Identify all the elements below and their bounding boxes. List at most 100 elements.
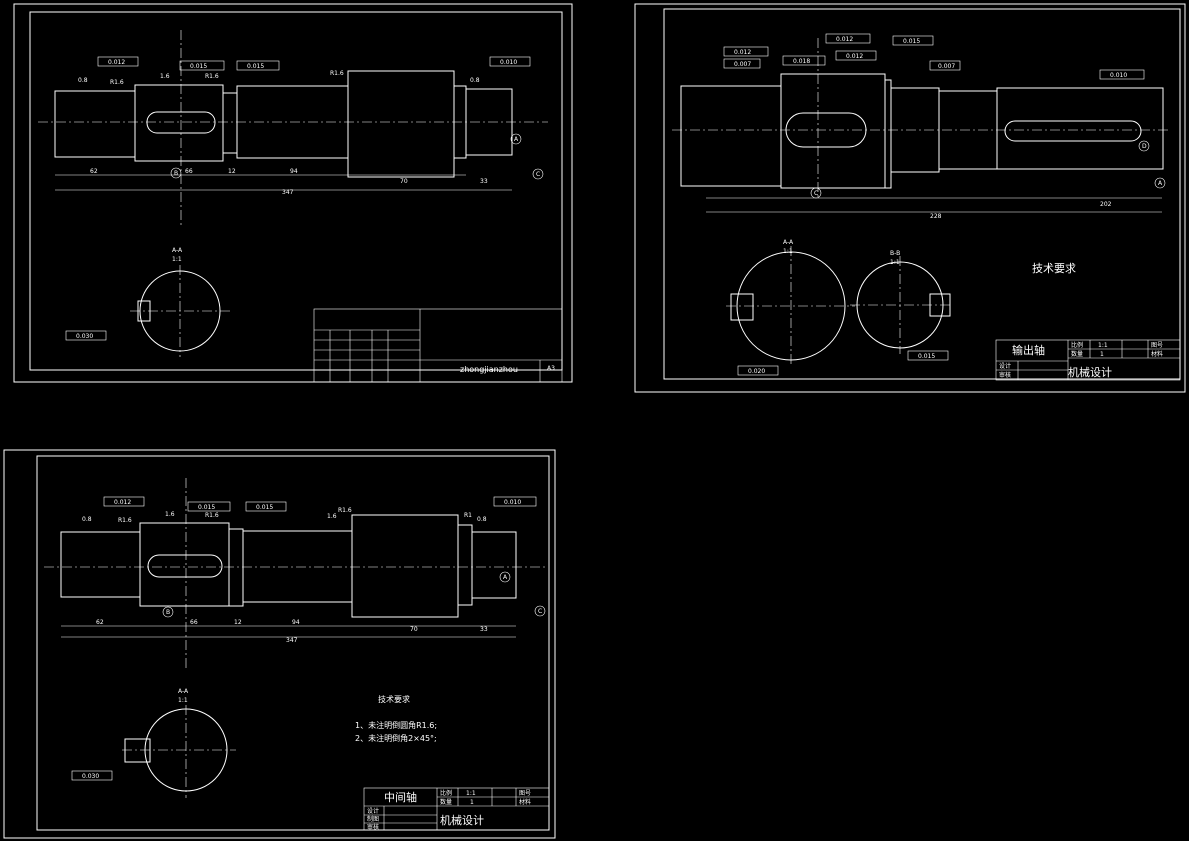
- sheet-c-tolerance-frames: 0.012 0.015 0.015 0.010: [103, 496, 537, 512]
- svg-text:输出轴: 输出轴: [1012, 343, 1045, 357]
- svg-text:R1.6: R1.6: [338, 507, 352, 514]
- svg-text:B: B: [174, 170, 178, 177]
- sheet-c-outer-border: [3, 449, 556, 839]
- svg-text:A: A: [514, 136, 519, 143]
- svg-text:0.012: 0.012: [846, 53, 863, 60]
- svg-text:0.015: 0.015: [903, 38, 920, 45]
- svg-text:1:1: 1:1: [172, 256, 182, 263]
- svg-text:70: 70: [400, 178, 408, 185]
- svg-text:0.015: 0.015: [918, 353, 935, 360]
- svg-text:A-A: A-A: [783, 239, 794, 246]
- sheet-b: 228 202 0.012 0.007 0.018 0.012 0.015 0.…: [634, 3, 1186, 393]
- sheet-a-tolerance-frames: 0.012 0.015 0.015 0.010: [97, 56, 531, 71]
- svg-text:R1.6: R1.6: [110, 79, 124, 86]
- svg-text:1、未注明倒圆角R1.6;: 1、未注明倒圆角R1.6;: [355, 720, 437, 730]
- svg-text:228: 228: [930, 213, 942, 220]
- sheet-a-outer-border: [13, 3, 573, 383]
- svg-text:1: 1: [470, 799, 474, 806]
- svg-text:0.030: 0.030: [82, 773, 99, 780]
- svg-text:0.012: 0.012: [108, 59, 125, 66]
- sheet-a-title-block: zhongjianzhou A3: [313, 308, 563, 383]
- svg-text:0.020: 0.020: [748, 368, 765, 375]
- svg-text:1:1: 1:1: [783, 248, 793, 255]
- svg-text:33: 33: [480, 626, 488, 633]
- svg-text:设计: 设计: [367, 807, 379, 815]
- svg-text:R1.6: R1.6: [330, 70, 344, 77]
- sheet-a-shaft: [54, 30, 513, 225]
- svg-text:12: 12: [228, 168, 236, 175]
- svg-text:2、未注明倒角2×45°;: 2、未注明倒角2×45°;: [355, 733, 437, 743]
- svg-text:1.6: 1.6: [165, 511, 175, 518]
- svg-text:1.6: 1.6: [327, 513, 337, 520]
- svg-text:C: C: [538, 608, 542, 615]
- svg-text:R1.6: R1.6: [205, 73, 219, 80]
- sheet-b-title-block: 输出轴 比例 1:1 图号 数量 1 材料 设计 审核 机械设计: [995, 339, 1181, 381]
- svg-text:0.8: 0.8: [82, 516, 92, 523]
- svg-text:R1.6: R1.6: [205, 512, 219, 519]
- sheet-a: 62 66 12 94 70 33 347 0.012 0.015 0.015 …: [13, 3, 573, 383]
- svg-text:0.012: 0.012: [114, 499, 131, 506]
- sheet-a-section: A-A 1:1 0.030: [65, 247, 230, 357]
- svg-text:62: 62: [90, 168, 98, 175]
- svg-text:94: 94: [290, 168, 298, 175]
- svg-text:66: 66: [190, 619, 198, 626]
- svg-text:94: 94: [292, 619, 300, 626]
- svg-text:66: 66: [185, 168, 193, 175]
- svg-text:C: C: [814, 190, 818, 197]
- svg-text:制图: 制图: [367, 815, 379, 823]
- svg-text:0.8: 0.8: [470, 77, 480, 84]
- svg-text:C: C: [536, 171, 540, 178]
- svg-text:设计: 设计: [999, 362, 1011, 370]
- svg-text:审核: 审核: [999, 371, 1011, 379]
- svg-text:347: 347: [286, 637, 298, 644]
- svg-text:1.6: 1.6: [160, 73, 170, 80]
- svg-text:比例: 比例: [440, 789, 452, 797]
- svg-text:图号: 图号: [1151, 342, 1163, 349]
- svg-text:0.015: 0.015: [247, 63, 264, 70]
- svg-text:0.012: 0.012: [734, 49, 751, 56]
- svg-text:0.010: 0.010: [500, 59, 517, 66]
- svg-text:0.012: 0.012: [836, 36, 853, 43]
- sheet-a-dimensions: 62 66 12 94 70 33 347: [55, 168, 512, 196]
- sheet-b-tech-title: 技术要求: [1032, 262, 1076, 275]
- svg-text:材料: 材料: [1151, 350, 1163, 358]
- svg-text:材料: 材料: [519, 798, 531, 806]
- sheet-b-shaft: [680, 38, 1164, 200]
- svg-text:0.010: 0.010: [1110, 72, 1127, 79]
- sheet-b-dimensions: 228 202: [706, 197, 1162, 220]
- sheet-c-inner-border: [36, 455, 550, 831]
- svg-text:12: 12: [234, 619, 242, 626]
- svg-text:A-A: A-A: [178, 688, 189, 695]
- svg-text:0.007: 0.007: [734, 61, 751, 68]
- svg-text:0.8: 0.8: [477, 516, 487, 523]
- svg-text:0.8: 0.8: [78, 77, 88, 84]
- svg-text:B-B: B-B: [890, 250, 900, 257]
- sheet-b-outer-border: [634, 3, 1186, 393]
- svg-text:中间轴: 中间轴: [384, 790, 417, 804]
- svg-text:202: 202: [1100, 201, 1112, 208]
- svg-text:审核: 审核: [367, 823, 379, 831]
- svg-text:70: 70: [410, 626, 418, 633]
- svg-text:0.015: 0.015: [198, 504, 215, 511]
- sheet-c-dimensions: 62 66 12 94 70 33 347: [61, 619, 516, 644]
- sheet-a-annotations: 0.8 1.6 0.8 R1.6 R1.6 R1.6 B A C: [78, 70, 544, 180]
- svg-text:0.015: 0.015: [256, 504, 273, 511]
- sheet-a-inner-border: [29, 11, 563, 371]
- sheet-b-datums: C D A: [810, 140, 1166, 199]
- svg-text:R1.6: R1.6: [118, 517, 132, 524]
- svg-text:0.018: 0.018: [793, 58, 810, 65]
- sheet-c-section: A-A 1:1 0.030: [71, 688, 236, 798]
- svg-text:62: 62: [96, 619, 104, 626]
- svg-text:0.030: 0.030: [76, 333, 93, 340]
- svg-text:0.007: 0.007: [938, 63, 955, 70]
- sheet-c-annotations: 0.8 1.6 1.6 0.8 R1.6 R1.6 R1.6 R1 B A C: [82, 507, 546, 618]
- sheet-b-inner-border: [663, 8, 1181, 380]
- svg-text:1: 1: [1100, 351, 1104, 358]
- svg-text:A: A: [1158, 180, 1163, 187]
- svg-text:D: D: [1142, 143, 1147, 150]
- svg-text:R1: R1: [464, 512, 472, 519]
- sheet-c-title-block: 中间轴 比例 1:1 图号 数量 1 材料 设计 制图 审核 机械设计: [363, 787, 550, 831]
- svg-text:技术要求: 技术要求: [378, 694, 410, 704]
- svg-text:B: B: [166, 609, 170, 616]
